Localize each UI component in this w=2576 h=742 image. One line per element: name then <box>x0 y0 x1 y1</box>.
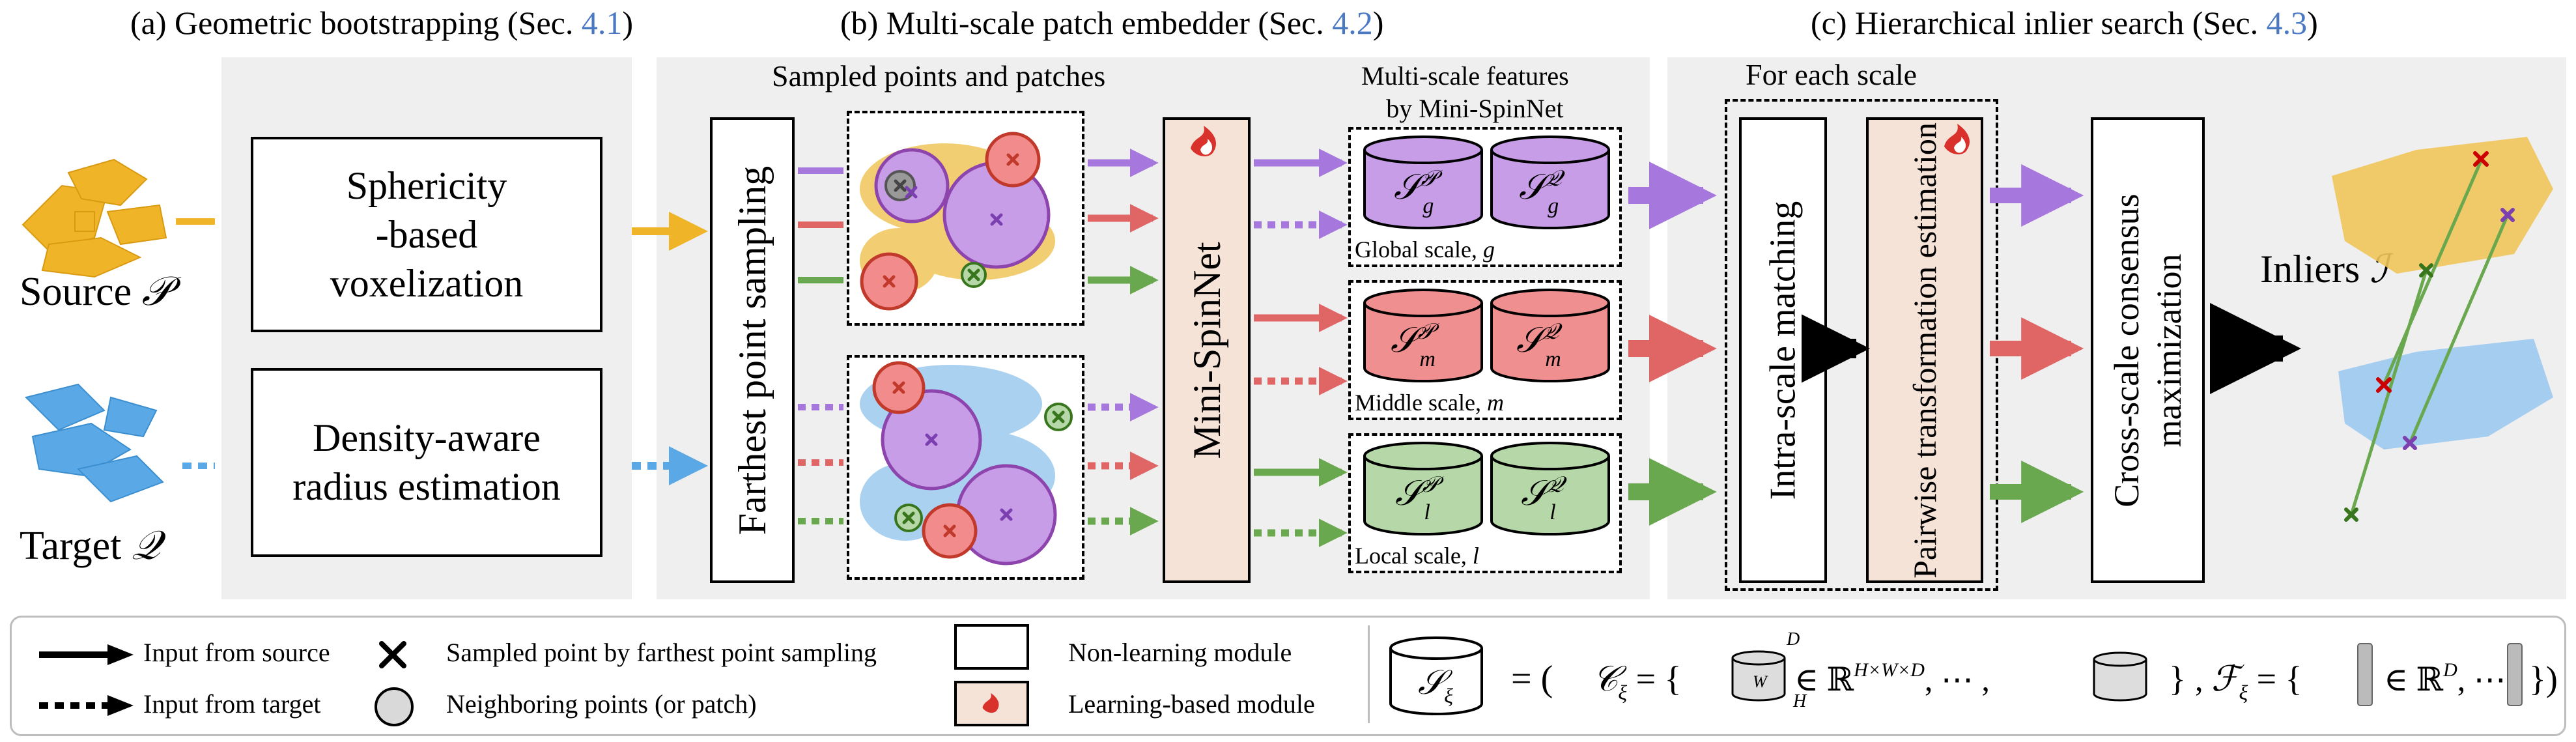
legend-target-arrow <box>39 695 134 716</box>
source-label: Source 𝒫 <box>20 267 171 315</box>
svg-text:}): }) <box>2529 659 2556 698</box>
legend-non-learning-swatch <box>954 624 1029 670</box>
feature-definition-formula: 𝒮ξ = ( 𝒞ξ = { D W H ∈ ℝH×W×D, ⋯ , } , ℱξ… <box>1389 629 2556 715</box>
sampled-patches-graphic <box>860 132 1073 565</box>
svg-text:𝒞ξ = {: 𝒞ξ = { <box>1592 659 1681 704</box>
middle-scale-label: Middle scale, m <box>1355 390 1504 416</box>
legend-source-arrow <box>39 644 134 665</box>
for-each-scale-label: For each scale <box>1746 58 1918 91</box>
legend-input-source: Input from source <box>143 638 330 667</box>
svg-text:,: , <box>2195 661 2203 698</box>
legend-input-target: Input from target <box>143 689 321 719</box>
svg-text:}: } <box>2169 659 2186 698</box>
local-scale-label: Local scale, l <box>1355 543 1479 569</box>
legend-sampled-point: Sampled point by farthest point sampling <box>446 638 877 667</box>
target-label: Target 𝒬 <box>20 521 161 569</box>
svg-text:W: W <box>1753 672 1768 691</box>
density-radius-box: Density-aware radius estimation <box>251 368 602 557</box>
inliers-point-clouds <box>2332 137 2553 522</box>
sampled-points-caption: Sampled points and patches <box>772 59 1106 93</box>
svg-text:∈ ℝD, ⋯ ,: ∈ ℝD, ⋯ , <box>2384 659 2523 698</box>
flame-icon <box>1191 126 1217 156</box>
target-point-cloud-icon <box>25 383 164 503</box>
legend-learning: Learning-based module <box>1068 689 1315 719</box>
legend-divider <box>1368 625 1370 723</box>
legend-non-learning: Non-learning module <box>1068 638 1292 667</box>
legend-learning-swatch <box>954 681 1029 726</box>
farthest-point-sampling-box: Farthest point sampling <box>710 117 795 583</box>
legend-flame-icon <box>982 692 999 713</box>
pairwise-transformation-box: Pairwise transformation estimation <box>1866 117 1983 583</box>
section-b-title: (b) Multi-scale patch embedder (Sec. 4.2… <box>840 5 1384 41</box>
source-point-cloud-icon <box>21 158 167 278</box>
section-a-title: (a) Geometric bootstrapping (Sec. 4.1) <box>130 5 633 41</box>
flame-icon-pairwise <box>1944 124 1970 154</box>
svg-text:∈ ℝH×W×D, ⋯ ,: ∈ ℝH×W×D, ⋯ , <box>1794 659 1990 698</box>
legend-neighboring: Neighboring points (or patch) <box>446 689 757 719</box>
mini-spinnet-box: Mini-SpinNet <box>1163 117 1251 583</box>
legend-patch-icon <box>375 687 414 726</box>
sphericity-voxelization-box: Sphericity -based voxelization <box>251 137 602 332</box>
global-scale-label: Global scale, g <box>1355 236 1495 263</box>
svg-text:D: D <box>1786 629 1800 649</box>
svg-text:= (: = ( <box>1511 659 1553 699</box>
features-caption: Multi-scale features by Mini-SpinNet <box>1361 61 1569 123</box>
svg-text:ℱξ = {: ℱξ = { <box>2211 659 2302 704</box>
section-c-title: (c) Hierarchical inlier search (Sec. 4.3… <box>1811 5 2318 41</box>
legend-cross-icon <box>379 641 406 668</box>
svg-text:H: H <box>1792 691 1807 711</box>
